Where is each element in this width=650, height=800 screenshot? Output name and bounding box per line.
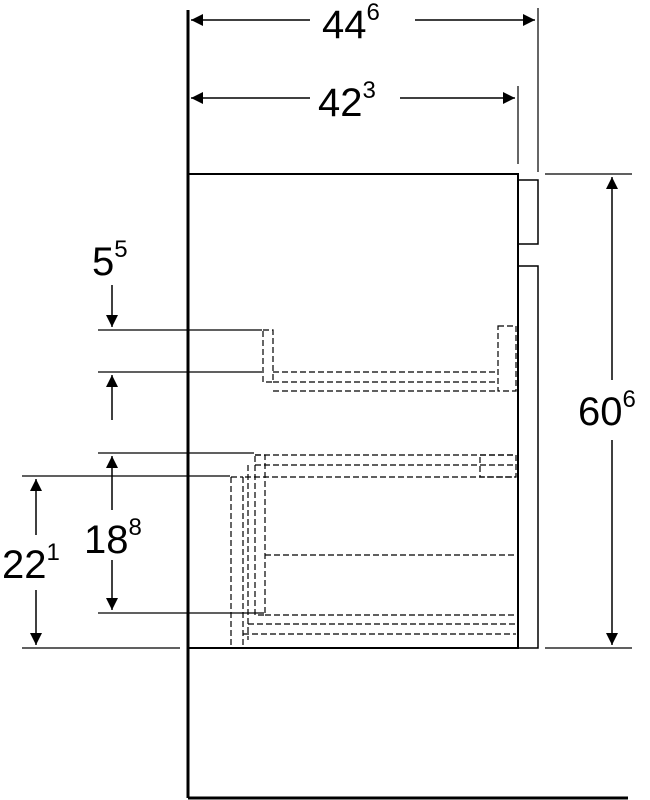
drawer-height-label: 221 <box>2 539 60 587</box>
dimension-lines <box>30 14 618 645</box>
lower-drawer-label: 188 <box>84 514 142 562</box>
cabinet-body <box>188 173 539 649</box>
drawer-hidden-lines <box>230 325 517 648</box>
body-depth-label: 423 <box>318 77 376 125</box>
wall-and-floor <box>186 10 628 800</box>
upper-drawer-label: 55 <box>92 236 128 284</box>
height-label: 606 <box>578 386 636 434</box>
total-depth-label: 446 <box>322 0 380 47</box>
extension-lines <box>22 8 632 649</box>
